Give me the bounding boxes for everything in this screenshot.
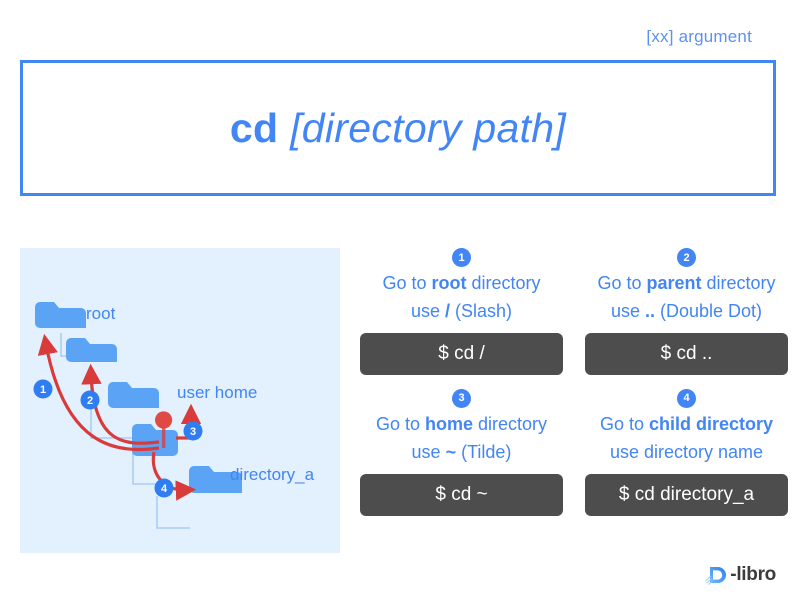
card-2-line-2: use .. (Double Dot) xyxy=(611,298,762,326)
folder-current xyxy=(132,424,178,456)
diagram-marker-2: 2 xyxy=(80,390,100,410)
directory-tree-diagram: 1 2 3 4 xyxy=(20,248,340,553)
card-3-line-2-post: (Tilde) xyxy=(456,441,512,462)
page-title: cd [directory path] xyxy=(230,105,566,152)
card-4-line-2: use directory name xyxy=(610,439,763,467)
card-1-line-2-pre: use xyxy=(410,300,445,321)
title-box: cd [directory path] xyxy=(20,60,776,196)
card-1-line-2-bold: / xyxy=(445,300,451,321)
diagram-marker-2-label: 2 xyxy=(87,395,93,407)
card-1-line-2: use / (Slash) xyxy=(411,298,512,326)
card-3-line-2: use ~ (Tilde) xyxy=(412,439,512,467)
card-2-line-2-pre: use xyxy=(610,300,645,321)
label-user-home: user home xyxy=(177,383,258,402)
card-4-badge: 4 xyxy=(677,388,696,408)
card-2-line-2-post: (Double Dot) xyxy=(655,300,763,321)
card-3-line-2-bold: ~ xyxy=(445,441,457,462)
diagram-marker-4: 4 xyxy=(154,478,174,498)
card-4-command[interactable]: $ cd directory_a xyxy=(585,473,788,516)
card-3-line-1: Go to home directory xyxy=(376,411,547,439)
current-location-pin xyxy=(155,411,173,448)
card-1-line-2-post: (Slash) xyxy=(450,300,513,321)
diagram-marker-3: 3 xyxy=(183,421,203,441)
diagram-marker-3-label: 3 xyxy=(190,426,196,438)
title-command: cd xyxy=(229,104,279,151)
brand-logo-text: -libro xyxy=(730,564,776,585)
title-argument: [directory path] xyxy=(290,104,567,151)
brand-logo: -libro xyxy=(705,564,776,586)
command-card-1: 1 Go to root directory use / (Slash) $ c… xyxy=(360,248,563,375)
card-3-badge: 3 xyxy=(452,388,471,408)
diagram-marker-4-label: 4 xyxy=(161,483,168,495)
folder-root xyxy=(35,302,86,328)
card-3-line-1-pre: Go to xyxy=(375,413,425,434)
folder-level2 xyxy=(66,338,117,362)
card-2-command[interactable]: $ cd .. xyxy=(585,332,788,375)
diagram-marker-1: 1 xyxy=(33,379,53,399)
card-3-line-1-bold: home xyxy=(424,413,473,434)
card-1-line-1: Go to root directory xyxy=(382,270,540,298)
card-1-command[interactable]: $ cd / xyxy=(360,332,563,375)
card-1-line-1-pre: Go to xyxy=(382,273,432,293)
card-2-badge: 2 xyxy=(677,248,696,267)
card-1-line-1-bold: root xyxy=(431,273,467,293)
card-2-line-1-pre: Go to xyxy=(597,273,647,293)
label-root: root xyxy=(86,304,116,323)
tree-svg: 1 2 3 4 xyxy=(33,302,242,529)
label-directory-a: directory_a xyxy=(230,465,315,484)
card-4-line-1-bold: child directory xyxy=(649,413,774,434)
arrow-to-root xyxy=(37,333,160,452)
card-4-line-1: Go to child directory xyxy=(600,411,773,439)
card-3-line-1-post: directory xyxy=(473,413,548,434)
card-2-line-1: Go to parent directory xyxy=(597,270,775,298)
card-1-badge: 1 xyxy=(452,248,471,267)
card-3-command[interactable]: $ cd ~ xyxy=(360,473,563,516)
d-libro-mark-icon xyxy=(705,567,727,586)
folder-user-home xyxy=(108,382,159,408)
command-cards: 1 Go to root directory use / (Slash) $ c… xyxy=(360,248,788,516)
card-2-line-1-post: directory xyxy=(701,273,776,293)
card-4-line-2-pre: use directory name xyxy=(609,441,764,462)
command-card-3: 3 Go to home directory use ~ (Tilde) $ c… xyxy=(360,388,563,516)
folder-directory-a xyxy=(189,466,242,493)
card-3-line-2-pre: use xyxy=(411,441,446,462)
card-1-line-1-post: directory xyxy=(466,273,541,293)
card-2-line-2-bold: .. xyxy=(644,300,655,321)
diagram-marker-1-label: 1 xyxy=(40,384,46,396)
card-2-line-1-bold: parent xyxy=(646,273,702,293)
argument-note: [xx] argument xyxy=(646,27,752,46)
command-card-2: 2 Go to parent directory use .. (Double … xyxy=(585,248,788,375)
card-4-line-1-pre: Go to xyxy=(599,413,649,434)
command-card-4: 4 Go to child directory use directory na… xyxy=(585,388,788,516)
